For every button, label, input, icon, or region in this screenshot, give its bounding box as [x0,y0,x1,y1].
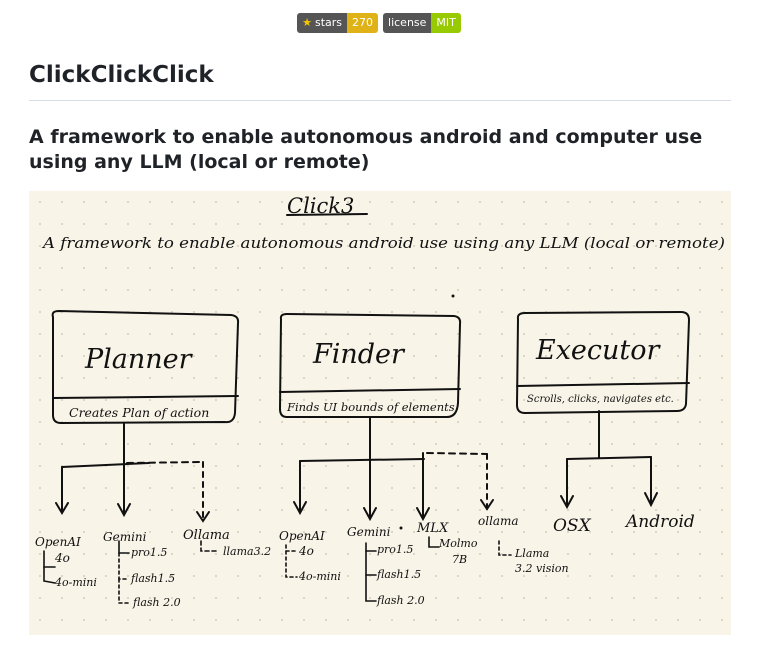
stars-badge-label: stars [314,16,343,29]
star-icon: ★ [302,16,312,29]
planner-openai: OpenAI [35,535,81,549]
finder-ollama: ollama [478,514,519,528]
planner-openai-model-2: 4o-mini [54,576,97,589]
planner-gemini-model-3: flash 2.0 [132,596,181,609]
planner-desc: Creates Plan of action [69,405,209,420]
finder-gemini-model-2: flash1.5 [376,568,421,581]
planner-gemini-model-1: pro1.5 [131,546,167,559]
finder-mlx-model-1: Molmo [438,537,478,550]
diagram-title: Click3 [287,194,354,218]
license-badge-label: license [383,13,432,33]
planner-box [51,309,240,425]
page-title: ClickClickClick [29,62,214,88]
finder-gemini-model-3: flash 2.0 [376,594,425,607]
finder-openai: OpenAI [279,529,325,543]
diagram-tagline: A framework to enable autonomous android… [41,234,725,252]
finder-label: Finder [312,339,406,370]
stars-badge-value: 270 [347,13,379,33]
executor-target-osx: OSX [553,516,592,536]
license-badge-value: MIT [431,13,461,33]
planner-ollama: Ollama [183,528,230,543]
executor-label: Executor [535,335,662,366]
planner-openai-model-1: 4o [54,551,70,565]
planner-ollama-model-1: llama3.2 [223,545,271,558]
executor-desc: Scrolls, clicks, navigates etc. [527,394,674,405]
title-divider [29,100,731,101]
finder-openai-model-2: 4o-mini [298,570,341,583]
finder-openai-model-1: 4o [298,544,314,558]
finder-box [278,312,462,418]
executor-target-android: Android [624,512,695,532]
finder-mlx-model-2: 7B [452,553,467,566]
diagram-canvas: Click3 A framework to enable autonomous … [35,194,725,609]
finder-mlx: MLX [416,521,449,536]
finder-gemini-model-1: pro1.5 [377,543,413,556]
finder-desc: Finds UI bounds of elements [286,400,455,414]
executor-box [515,310,691,415]
finder-ollama-model-2: 3.2 vision [515,562,569,575]
finder-ollama-model-1: Llama [514,547,549,560]
planner-gemini-model-2: flash1.5 [130,572,175,585]
architecture-diagram: Click3 A framework to enable autonomous … [29,191,731,635]
page-subtitle: A framework to enable autonomous android… [29,126,703,173]
stars-badge[interactable]: ★ stars 270 [297,13,379,33]
planner-gemini: Gemini [103,530,147,544]
planner-label: Planner [84,344,194,375]
finder-gemini: Gemini [347,525,391,539]
license-badge[interactable]: license MIT [383,13,461,33]
badge-row: ★ stars 270 license MIT [0,13,758,33]
